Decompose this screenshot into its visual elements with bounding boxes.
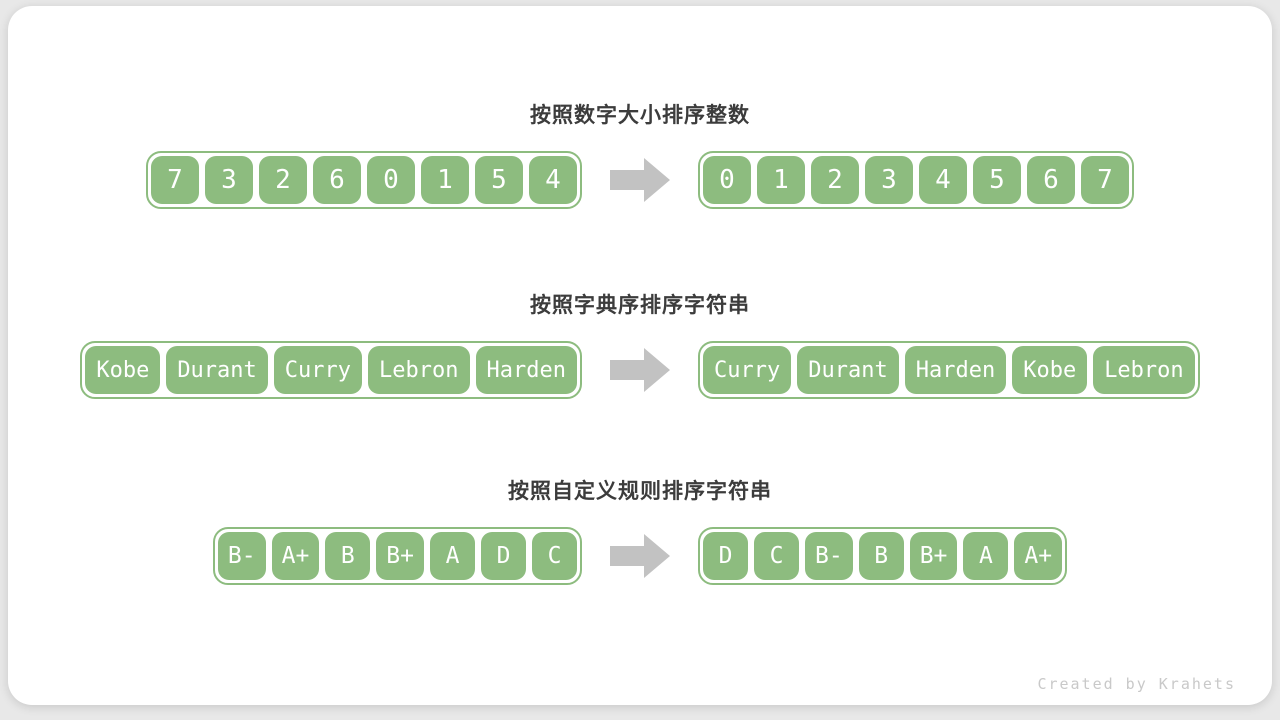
array-cell: 5 — [973, 156, 1021, 204]
array-cell: 6 — [313, 156, 361, 204]
watermark: Created by Krahets — [1037, 675, 1236, 693]
array-cell: 2 — [259, 156, 307, 204]
array-cell: B — [325, 532, 371, 580]
arrow-right-icon — [610, 348, 670, 392]
array-cell: A+ — [271, 532, 320, 580]
array-cell: 6 — [1027, 156, 1075, 204]
arrow-right-icon — [610, 534, 670, 578]
array-cell: B — [858, 532, 904, 580]
array-cell: Durant — [797, 346, 899, 394]
array-cell: 4 — [529, 156, 577, 204]
array-cell: 1 — [421, 156, 469, 204]
arrow-right-icon — [610, 158, 670, 202]
array-cell: A — [430, 532, 475, 580]
array-cell: D — [703, 532, 748, 580]
array-cell: 2 — [811, 156, 859, 204]
array-cell: 3 — [865, 156, 913, 204]
array-cell: D — [481, 532, 526, 580]
array-cell: Durant — [166, 346, 268, 394]
array-cell: 7 — [1081, 156, 1129, 204]
array-cell: 3 — [205, 156, 253, 204]
array-cell: C — [532, 532, 577, 580]
array-cell: 1 — [757, 156, 805, 204]
array-cell: Harden — [475, 346, 577, 394]
array-cell: Harden — [904, 346, 1007, 394]
array-cell: 7 — [151, 156, 199, 204]
array-cell: Curry — [273, 346, 363, 394]
section-title: 按照数字大小排序整数 — [530, 104, 750, 127]
array-cell: 0 — [367, 156, 415, 204]
array-cell: Curry — [703, 346, 792, 394]
array-cell: B+ — [376, 532, 424, 580]
array-cell: Kobe — [85, 346, 161, 394]
array-cell: B- — [805, 532, 853, 580]
array-cell: A — [963, 532, 1009, 580]
array-cell: 0 — [703, 156, 751, 204]
section-title: 按照字典序排序字符串 — [530, 294, 750, 317]
array-cell: Lebron — [1093, 346, 1195, 394]
array-cell: Lebron — [368, 346, 470, 394]
array-cell: B+ — [909, 532, 958, 580]
array-cell: C — [754, 532, 799, 580]
array-cell: 4 — [919, 156, 967, 204]
section-title: 按照自定义规则排序字符串 — [508, 480, 772, 503]
array-cell: B- — [217, 532, 266, 580]
array-cell: Kobe — [1012, 346, 1088, 394]
array-cell: 5 — [475, 156, 523, 204]
array-cell: A+ — [1014, 532, 1063, 580]
